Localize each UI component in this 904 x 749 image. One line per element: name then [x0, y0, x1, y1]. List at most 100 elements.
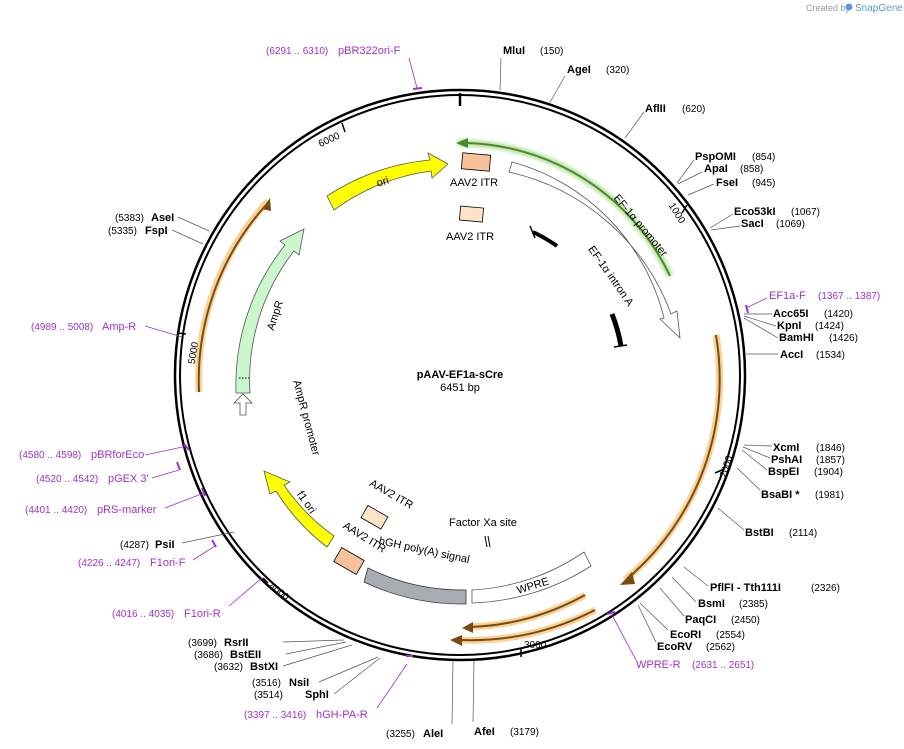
enzyme-position: (1426) — [829, 333, 858, 344]
enzyme-site-line — [548, 75, 566, 105]
plasmid-length: 6451 bp — [440, 382, 480, 394]
enzyme-site-line — [736, 467, 761, 491]
f1-ori-arrow — [263, 470, 335, 548]
hgh-polya-label: hGH poly(A) signal — [378, 535, 471, 566]
ampr-label: AmpR — [265, 299, 286, 332]
orf-left-arrowhead — [262, 198, 271, 211]
enzyme-name: PsiI — [155, 539, 175, 551]
ampr-promoter-arrow — [233, 393, 253, 416]
ampr-arrow — [235, 228, 305, 394]
enzyme-position: (3516) — [252, 678, 281, 689]
enzyme-name: XcmI — [773, 442, 799, 454]
enzyme-site-line — [743, 444, 773, 447]
enzyme-position: (2562) — [706, 642, 735, 653]
enzyme-site-line — [687, 183, 715, 196]
enzyme-site-line — [717, 507, 745, 531]
ori-label: ori — [375, 175, 390, 190]
enzyme-position: (150) — [540, 46, 563, 57]
enzyme-position: (1981) — [815, 490, 844, 501]
enzyme-name: PspOMI — [695, 151, 736, 163]
enzyme-name: AleI — [423, 728, 443, 740]
primer-position: (2631 .. 2651) — [692, 660, 754, 671]
enzyme-position: (3699) — [188, 638, 217, 649]
enzyme-site-line — [451, 660, 454, 725]
enzyme-name: BstEII — [230, 649, 261, 661]
primer-name: pBR322ori-F — [338, 45, 401, 57]
primer-name: F1ori-F — [150, 557, 186, 569]
primer-name: pGEX 3' — [108, 473, 149, 485]
aav2-itr-bottom1-label: AAV2 ITR — [367, 477, 415, 511]
enzyme-position: (1067) — [791, 207, 820, 218]
primer-sites: (6291 .. 6310) pBR322ori-F EF1a-F (1367 … — [19, 45, 880, 721]
aav2-itr-bottom1-box — [360, 504, 389, 530]
enzyme-site-line — [181, 531, 235, 544]
enzyme-site-line — [177, 216, 210, 232]
enzyme-position: (1857) — [816, 455, 845, 466]
primer-leader-line — [376, 663, 408, 709]
tick-mark-5000 — [177, 332, 187, 335]
primer-mark — [211, 539, 217, 548]
ef1a-intron-bracket-bottom — [613, 344, 628, 348]
tick-mark-2000 — [714, 469, 723, 474]
snapgene-credit: Created by SnapGene — [806, 3, 903, 14]
enzyme-position: (320) — [606, 65, 629, 76]
primer-name: F1ori-R — [184, 608, 221, 620]
primer-leader-line — [408, 57, 418, 89]
enzyme-position: (1904) — [814, 467, 843, 478]
enzyme-site-line — [741, 449, 768, 471]
enzyme-position: (2554) — [716, 630, 745, 641]
primer-position: (4989 .. 5008) — [31, 322, 93, 333]
enzyme-name: BspEI — [768, 466, 799, 478]
tick-label-2000: 2000 — [718, 454, 735, 479]
orf-right-line — [627, 334, 721, 579]
enzyme-site-line — [677, 171, 703, 185]
enzyme-site-line — [282, 644, 353, 667]
primer-leader-line — [164, 492, 205, 509]
enzyme-site-line — [659, 587, 685, 617]
enzyme-position: (3514) — [254, 690, 283, 701]
enzyme-name: EcoRV — [657, 641, 693, 653]
enzyme-name: AseI — [151, 212, 174, 224]
aav2-itr-inner-label: AAV2 ITR — [446, 231, 494, 243]
enzyme-name: AfeI — [474, 726, 495, 738]
orf-right-arrowhead — [620, 572, 635, 585]
enzyme-position: (620) — [682, 104, 705, 115]
enzyme-position: (3632) — [214, 662, 243, 673]
ef1a-arc-line — [465, 142, 671, 277]
enzyme-name: AflII — [645, 103, 666, 115]
enzyme-position: (2450) — [731, 615, 760, 626]
primer-mark — [176, 461, 181, 471]
enzyme-sites-left: (3255) AleI (3514) SphI (3516) NsiI (363… — [108, 212, 454, 740]
orf-left-line — [197, 204, 267, 393]
ori-arrow — [326, 152, 449, 211]
factor-xa-mark-2 — [487, 535, 491, 548]
primer-mark — [183, 443, 190, 451]
enzyme-name: NsiI — [289, 677, 309, 689]
enzyme-name: PaqCI — [685, 614, 716, 626]
primer-name: EF1a-F — [769, 290, 806, 302]
orf-bottom1-line — [469, 594, 586, 628]
primer-position: (3397 .. 3416) — [244, 710, 306, 721]
enzyme-name: SacI — [741, 218, 764, 230]
credit-brand: SnapGene — [855, 3, 903, 14]
tick-label-3000: 3000 — [524, 640, 547, 651]
tick-mark-1000 — [681, 204, 688, 214]
primer-mark — [606, 611, 616, 615]
enzyme-site-line — [676, 159, 695, 184]
enzyme-site-line — [637, 604, 657, 643]
enzyme-position: (4287) — [120, 540, 149, 551]
enzyme-name: Eco53kI — [734, 206, 776, 218]
wpre-box — [471, 551, 592, 604]
enzyme-position: (2326) — [811, 583, 840, 594]
tick-mark-4000 — [262, 577, 269, 584]
enzyme-name: PshAI — [771, 454, 802, 466]
primer-position: (6291 .. 6310) — [266, 46, 328, 57]
primer-position: (4520 .. 4542) — [36, 474, 98, 485]
factor-xa-label: Factor Xa site — [449, 517, 517, 529]
ef1a-intron-bar-bottom — [609, 313, 624, 347]
enzyme-name: BstXI — [250, 661, 278, 673]
orf-right-glow — [622, 334, 724, 583]
enzyme-name: BstBI — [745, 527, 774, 539]
enzyme-position: (1420) — [824, 309, 853, 320]
primer-name: pBRforEco — [91, 449, 144, 461]
